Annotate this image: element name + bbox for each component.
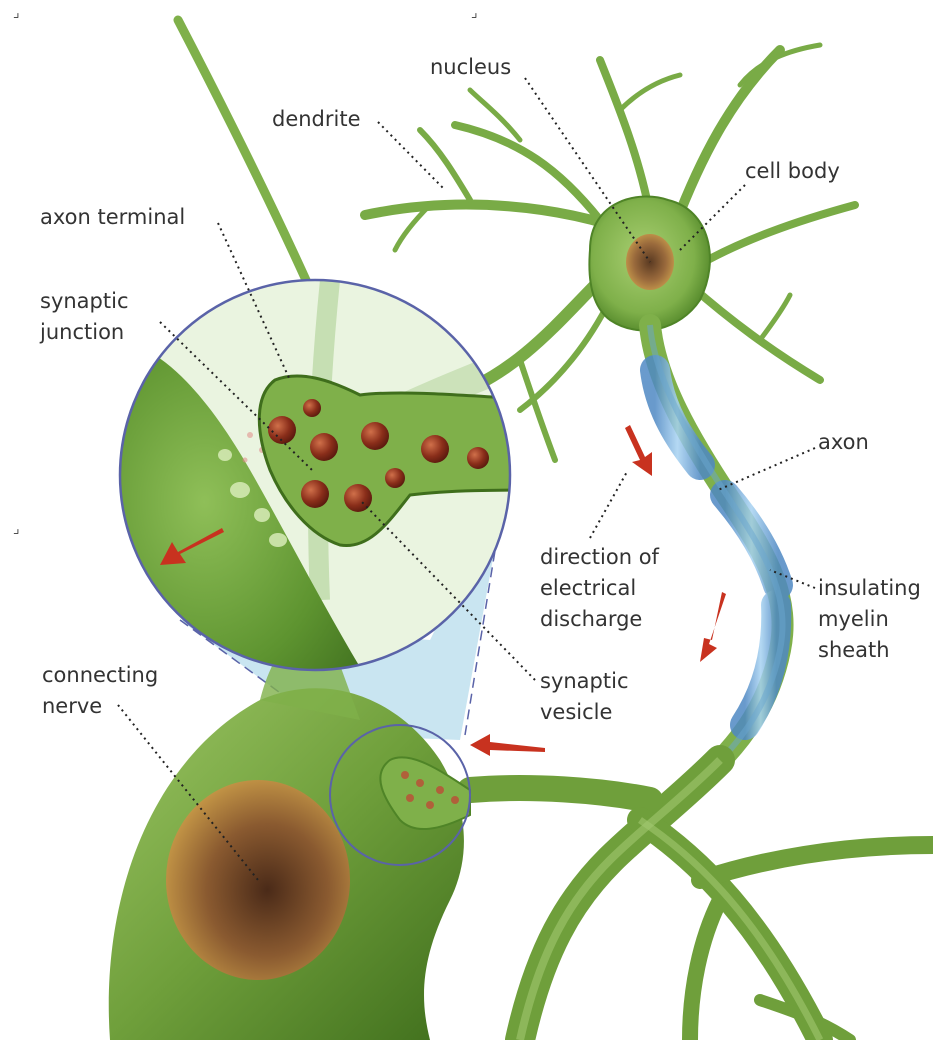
corner-mark: ⌟ xyxy=(12,6,20,20)
label-nucleus: nucleus xyxy=(430,52,511,83)
label-connecting-nerve: connecting nerve xyxy=(42,660,158,722)
label-insulating-myelin-sheath: insulating myelin sheath xyxy=(818,573,921,666)
label-direction-of-electrical-discharge: direction of electrical discharge xyxy=(540,542,659,635)
label-cell-body: cell body xyxy=(745,156,840,187)
corner-mark: ⌟ xyxy=(470,6,478,20)
label-axon: axon xyxy=(818,427,869,458)
label-axon-terminal: axon terminal xyxy=(40,202,185,233)
label-synaptic-vesicle: synaptic vesicle xyxy=(540,666,629,728)
label-synaptic-junction: synaptic junction xyxy=(40,286,129,348)
label-dendrite: dendrite xyxy=(272,104,361,135)
corner-mark: ⌟ xyxy=(12,522,20,536)
